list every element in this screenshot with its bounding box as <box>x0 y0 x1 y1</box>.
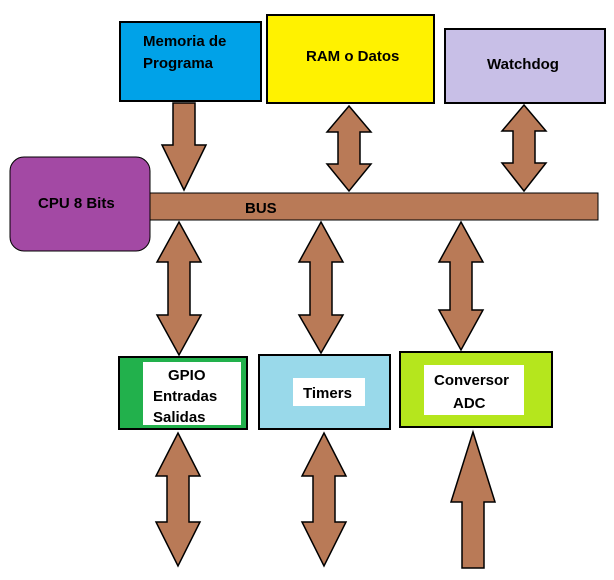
arrow-external-adc <box>449 429 497 569</box>
bus-bar <box>144 192 599 221</box>
bus-label: BUS <box>245 200 277 217</box>
memoria-block <box>119 21 262 102</box>
timers-label: Timers <box>303 385 352 402</box>
arrow-timers-external <box>300 431 348 568</box>
arrow-ram-bus <box>325 104 373 193</box>
adc-label-line1: Conversor <box>434 372 509 389</box>
cpu-block <box>9 156 151 252</box>
memoria-label-line1: Memoria de <box>143 33 226 50</box>
adc-label-line2: ADC <box>453 395 486 412</box>
ram-block <box>266 14 435 104</box>
arrow-bus-adc <box>437 220 485 352</box>
arrow-bus-timers <box>297 220 345 355</box>
adc-inner <box>424 365 524 415</box>
memoria-label-line2: Programa <box>143 55 214 72</box>
arrow-memoria-bus <box>160 102 208 192</box>
gpio-label-line3: Salidas <box>153 409 206 426</box>
arrow-gpio-external <box>154 431 202 568</box>
arrow-bus-gpio <box>155 220 203 357</box>
arrow-watchdog-bus <box>500 103 548 193</box>
timers-inner <box>293 378 365 406</box>
watchdog-block <box>444 28 606 104</box>
watchdog-label: Watchdog <box>487 56 559 73</box>
gpio-label-line2: Entradas <box>153 388 217 405</box>
ram-label: RAM o Datos <box>306 48 399 65</box>
cpu-label: CPU 8 Bits <box>38 195 115 212</box>
gpio-inner <box>143 362 241 425</box>
gpio-label-line1: GPIO <box>168 367 206 384</box>
